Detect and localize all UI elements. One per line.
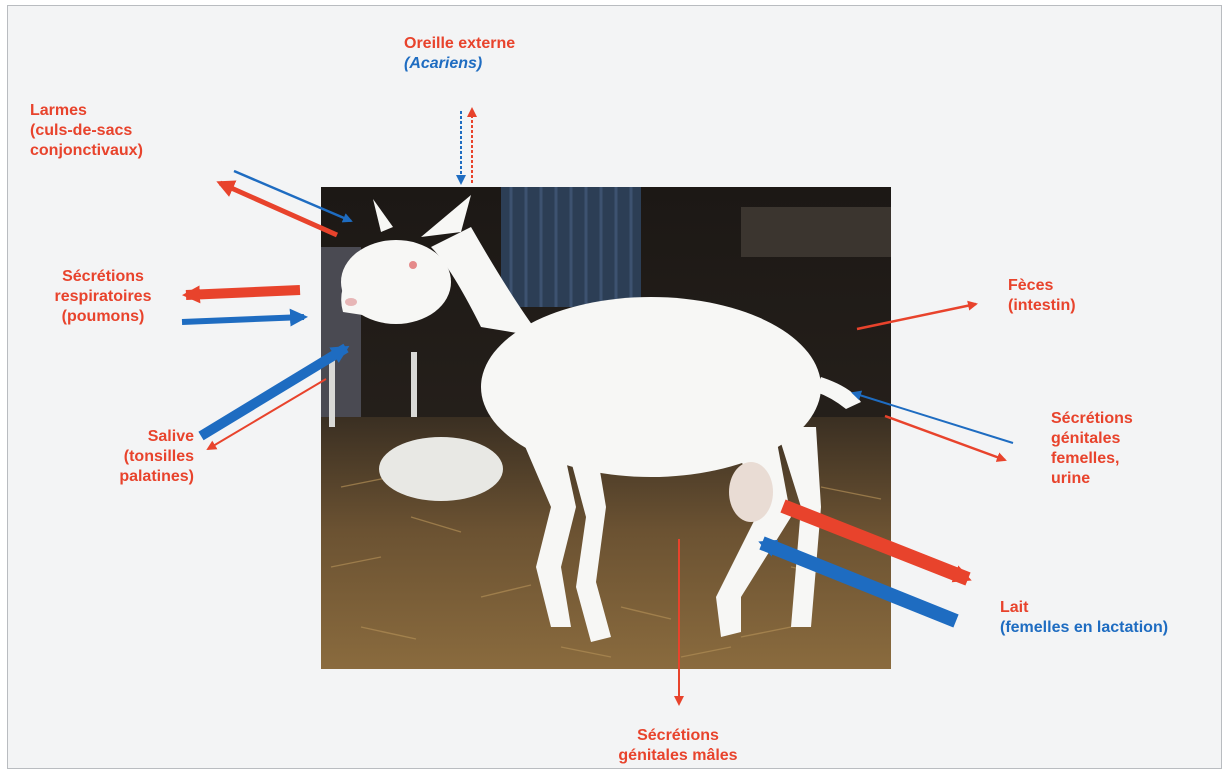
- label-larmes-sub1: (culs-de-sacs: [30, 121, 143, 141]
- label-genitales-femelles: Sécrétions génitales femelles, urine: [1051, 409, 1133, 489]
- arrows-overlay: [8, 6, 1222, 769]
- label-salive-title: Salive: [76, 427, 194, 447]
- label-respiratoires: Sécrétions respiratoires (poumons): [33, 267, 173, 327]
- diagram-frame: Oreille externe (Acariens) Larmes (culs-…: [7, 5, 1222, 769]
- label-gf-l4: urine: [1051, 469, 1133, 489]
- label-larmes-sub2: conjonctivaux): [30, 141, 143, 161]
- label-feces: Fèces (intestin): [1008, 276, 1076, 316]
- label-feces-title: Fèces: [1008, 276, 1076, 296]
- label-larmes: Larmes (culs-de-sacs conjonctivaux): [30, 101, 143, 161]
- label-feces-sub: (intestin): [1008, 296, 1076, 316]
- label-resp-title: Sécrétions: [33, 267, 173, 287]
- label-larmes-title: Larmes: [30, 101, 143, 121]
- label-resp-sub1: respiratoires: [33, 287, 173, 307]
- label-genitales-males: Sécrétions génitales mâles: [603, 726, 753, 766]
- label-oreille-title: Oreille externe: [404, 34, 515, 54]
- label-oreille: Oreille externe (Acariens): [404, 34, 515, 74]
- label-salive-sub2: palatines): [76, 467, 194, 487]
- label-gf-l1: Sécrétions: [1051, 409, 1133, 429]
- arrow-saliva-in: [201, 348, 346, 436]
- label-oreille-sub: (Acariens): [404, 54, 515, 74]
- label-gf-l3: femelles,: [1051, 449, 1133, 469]
- arrow-genital-f-in: [853, 393, 1013, 443]
- label-gm-l2: génitales mâles: [603, 746, 753, 766]
- arrow-feces-out: [857, 304, 976, 329]
- label-lait: Lait (femelles en lactation): [1000, 598, 1168, 638]
- label-salive: Salive (tonsilles palatines): [76, 427, 194, 487]
- label-lait-sub: (femelles en lactation): [1000, 618, 1168, 638]
- label-gf-l2: génitales: [1051, 429, 1133, 449]
- label-salive-sub1: (tonsilles: [76, 447, 194, 467]
- arrow-resp-out: [186, 290, 300, 295]
- arrow-resp-in: [182, 317, 304, 322]
- label-resp-sub2: (poumons): [33, 307, 173, 327]
- arrow-saliva-out: [208, 379, 326, 449]
- label-gm-l1: Sécrétions: [603, 726, 753, 746]
- label-lait-title: Lait: [1000, 598, 1168, 618]
- arrow-milk-in: [762, 543, 956, 621]
